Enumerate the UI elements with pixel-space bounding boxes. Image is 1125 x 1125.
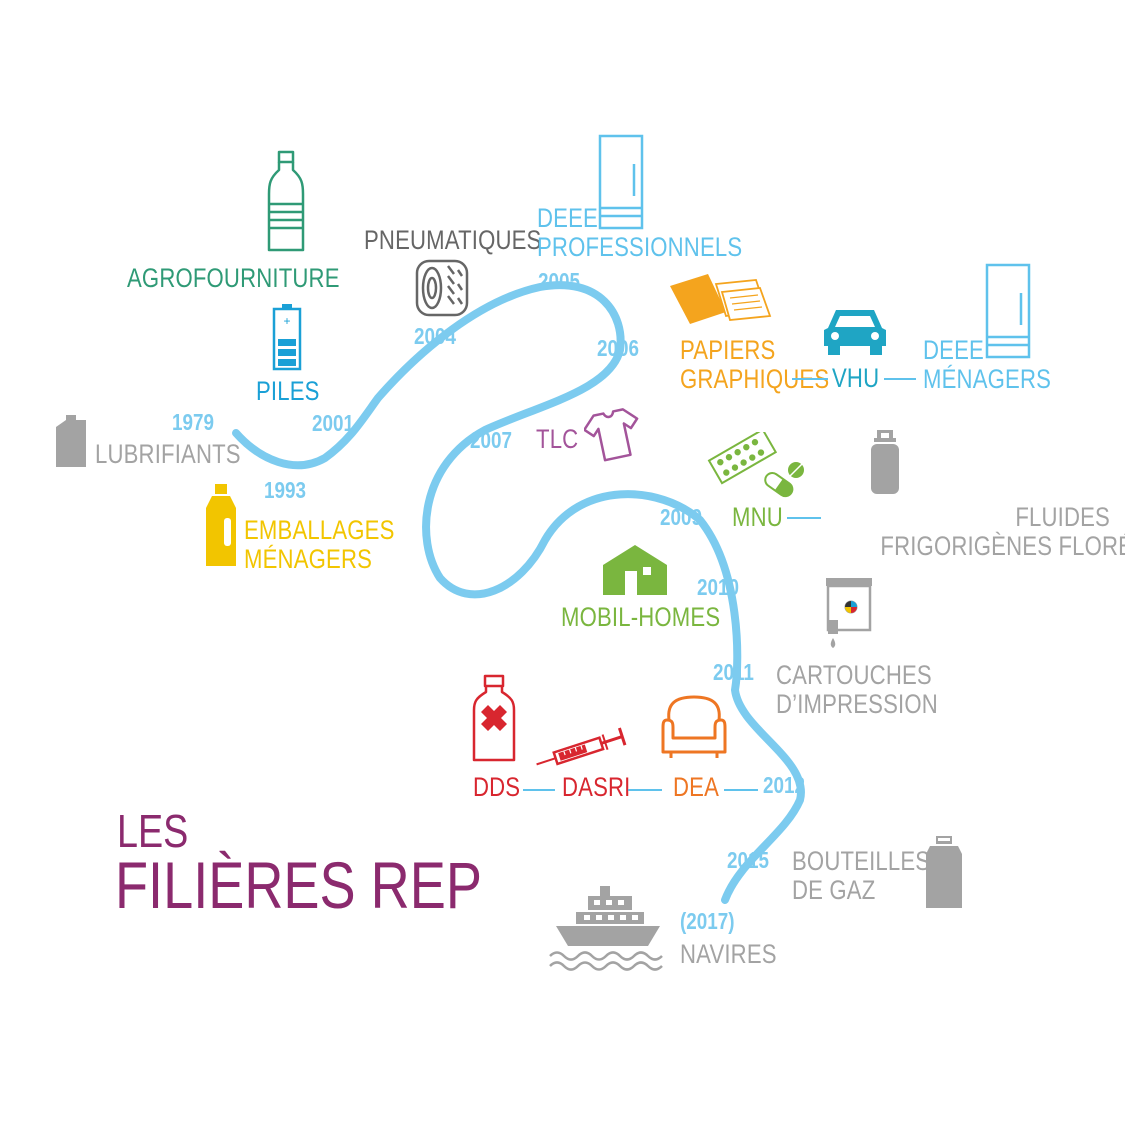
year-2011: 2011 bbox=[713, 659, 754, 685]
label-fluides-frigorigenes: FLUIDES FRIGORIGÈNES FLORÉS bbox=[880, 474, 1125, 590]
label-cartouches: CARTOUCHES D’IMPRESSION bbox=[776, 660, 938, 719]
ship-icon bbox=[549, 886, 663, 971]
bottle-icon bbox=[267, 150, 305, 252]
papers-icon bbox=[670, 274, 772, 324]
year-2009: 2009 bbox=[660, 504, 702, 530]
label-deee-professionnels: DEEE PROFESSIONNELS bbox=[537, 203, 743, 262]
connector bbox=[724, 789, 758, 791]
gas-cylinder-icon bbox=[871, 430, 899, 494]
connector bbox=[787, 517, 821, 519]
label-dea: DEA bbox=[673, 772, 720, 802]
svg-text:+: + bbox=[283, 314, 290, 328]
car-icon bbox=[824, 310, 886, 355]
label-bouteilles-de-gaz: BOUTEILLES DE GAZ bbox=[792, 846, 931, 905]
detergent-bottle-icon bbox=[206, 484, 236, 566]
label-piles: PILES bbox=[256, 376, 320, 406]
label-dasri: DASRI bbox=[562, 772, 631, 802]
year-2007: 2007 bbox=[470, 427, 512, 453]
label-navires: NAVIRES bbox=[680, 939, 777, 969]
tshirt-icon bbox=[584, 408, 639, 462]
connector bbox=[523, 789, 555, 791]
label-tlc: TLC bbox=[536, 424, 579, 454]
lubricant-can-icon bbox=[56, 415, 86, 467]
fridge-icon bbox=[985, 263, 1031, 359]
pills-icon bbox=[707, 432, 804, 498]
label-emballages-menagers: EMBALLAGES MÉNAGERS bbox=[244, 515, 395, 574]
gas-bottle-icon bbox=[926, 836, 962, 908]
year-1979: 1979 bbox=[172, 409, 214, 435]
year-2004: 2004 bbox=[414, 323, 456, 349]
battery-icon: + bbox=[272, 304, 302, 371]
connector bbox=[628, 789, 662, 791]
connector bbox=[884, 378, 916, 380]
year-2006: 2006 bbox=[597, 335, 639, 361]
label-papiers-graphiques: PAPIERS GRAPHIQUES bbox=[680, 335, 830, 394]
fridge-icon bbox=[598, 134, 644, 230]
label-mobil-homes: MOBIL-HOMES bbox=[561, 602, 721, 632]
year-2012: 2012 bbox=[763, 772, 805, 798]
year-2001: 2001 bbox=[312, 410, 354, 436]
year-2010: 2010 bbox=[697, 574, 739, 600]
syringe-icon bbox=[536, 727, 627, 766]
year-2005: 2005 bbox=[538, 268, 580, 294]
tire-icon bbox=[415, 259, 469, 317]
title-line-2: FILIÈRES REP bbox=[115, 848, 482, 922]
house-icon bbox=[603, 545, 667, 595]
label-vhu: VHU bbox=[832, 363, 880, 393]
armchair-icon bbox=[661, 695, 727, 758]
label-pneumatiques: PNEUMATIQUES bbox=[364, 225, 542, 255]
title-line-1: LES bbox=[117, 805, 189, 857]
label-lubrifiants: LUBRIFIANTS bbox=[95, 439, 241, 469]
year-1993: 1993 bbox=[264, 477, 306, 503]
label-agrofourniture: AGROFOURNITURE bbox=[127, 263, 340, 293]
label-dds: DDS bbox=[473, 772, 521, 802]
year-2015: 2015 bbox=[727, 847, 769, 873]
label-deee-menagers: DEEE MÉNAGERS bbox=[923, 335, 1052, 394]
poison-bottle-icon bbox=[472, 674, 516, 762]
ink-cartridge-icon bbox=[826, 578, 872, 648]
connector bbox=[792, 378, 828, 380]
year-2017: (2017) bbox=[680, 908, 735, 934]
label-fluides-text: FLUIDES FRIGORIGÈNES FLORÉS bbox=[880, 502, 1125, 561]
label-mnu: MNU bbox=[732, 502, 783, 532]
